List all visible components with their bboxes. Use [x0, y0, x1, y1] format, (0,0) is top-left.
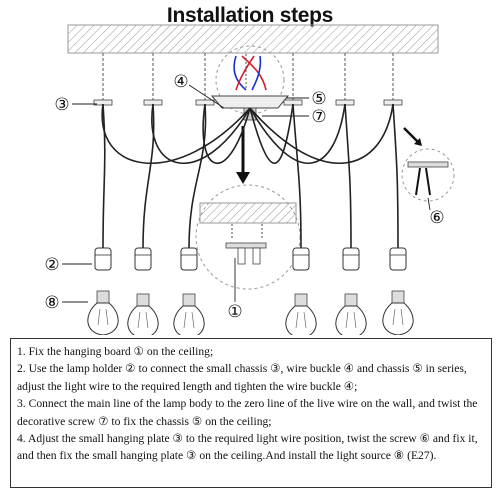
- lamp-cable: [249, 103, 294, 164]
- callout-label: ⑧: [44, 293, 59, 313]
- lamp-holder: [134, 247, 152, 271]
- bulb-filament: [295, 311, 307, 329]
- step-4: 4. Adjust the small hanging plate ③ to t…: [17, 432, 478, 463]
- detail-view: [195, 184, 301, 290]
- pendant-lamp: [173, 53, 251, 335]
- bulb-filament: [392, 308, 404, 326]
- diagram-title: Installation steps: [166, 4, 334, 27]
- bulb-filament: [137, 311, 149, 329]
- bulb-base: [136, 293, 150, 307]
- callout-markers: ③ ④ ⑤⑦ ② ⑧ ⑥ ①: [44, 72, 444, 322]
- callout-leader: [427, 197, 431, 211]
- callout-label: ⑥: [429, 208, 444, 228]
- pendant-lamp: [127, 53, 251, 335]
- bulb-base: [344, 293, 358, 307]
- callout-marker: ③: [54, 95, 97, 115]
- lamp-cable: [392, 103, 399, 249]
- callout-marker: ⑥: [427, 197, 445, 228]
- pendant-lamp: [249, 53, 414, 335]
- bulb-base: [182, 293, 196, 307]
- light-bulb: [173, 305, 205, 335]
- callout-marker: ⑧: [44, 293, 88, 313]
- lamp-cable: [188, 103, 207, 249]
- lamp-cable: [249, 103, 346, 165]
- chassis-wiring: [215, 45, 285, 115]
- step-3: 3. Connect the main line of the lamp bod…: [17, 397, 478, 428]
- lamp-holder: [389, 247, 407, 271]
- pendant-lamps: [87, 53, 414, 335]
- light-bulb: [335, 305, 367, 335]
- lamp-cable: [249, 103, 394, 164]
- pendant-lamp: [249, 53, 367, 335]
- callout-label: ②: [44, 255, 59, 275]
- light-bulb: [127, 305, 159, 335]
- installation-diagram: ③ ④ ⑤⑦ ② ⑧ ⑥ ①: [44, 24, 455, 335]
- callout-marker: ⑦: [262, 107, 327, 127]
- lamp-holder: [180, 247, 198, 271]
- light-bulb: [87, 302, 119, 335]
- pendant-lamp: [87, 53, 251, 335]
- lamp-cable: [344, 103, 352, 249]
- callout-marker: ⑤: [286, 89, 327, 109]
- ceiling: [67, 24, 439, 54]
- lamp-holder: [94, 247, 112, 271]
- callout-label: ⑤: [311, 89, 326, 109]
- light-bulb: [382, 302, 414, 335]
- callout-label: ④: [173, 72, 188, 92]
- lamp-cable: [101, 103, 251, 165]
- pendant-lamp: [249, 53, 317, 335]
- callout-marker: ②: [44, 255, 92, 275]
- lamp-holder: [292, 247, 310, 271]
- lamp-cable: [202, 103, 251, 164]
- callout-marker: ④: [173, 72, 225, 109]
- callout-label: ①: [227, 302, 242, 322]
- callout-marker: ①: [227, 258, 243, 322]
- instructions-panel: 1. Fix the hanging board ① on the ceilin…: [10, 338, 492, 488]
- bulb-filament: [345, 311, 357, 329]
- lamp-cable: [142, 103, 155, 249]
- step-1: 1. Fix the hanging board ① on the ceilin…: [17, 345, 214, 358]
- lamp-cable: [102, 103, 106, 249]
- light-bulb: [285, 305, 317, 335]
- callout-label: ⑦: [311, 107, 326, 127]
- hanging-plate-detail: [401, 127, 455, 202]
- lamp-holder: [342, 247, 360, 271]
- bulb-filament: [97, 308, 109, 326]
- lamp-cable: [292, 103, 302, 249]
- bulb-base: [96, 290, 110, 304]
- lamp-cable: [151, 103, 251, 164]
- bulb-base: [294, 293, 308, 307]
- bulb-base: [391, 290, 405, 304]
- callout-leader: [188, 84, 225, 109]
- callout-label: ③: [54, 95, 69, 115]
- bulb-filament: [183, 311, 195, 329]
- down-arrow: [236, 126, 250, 184]
- step-2: 2. Use the lamp holder ② to connect the …: [17, 362, 467, 393]
